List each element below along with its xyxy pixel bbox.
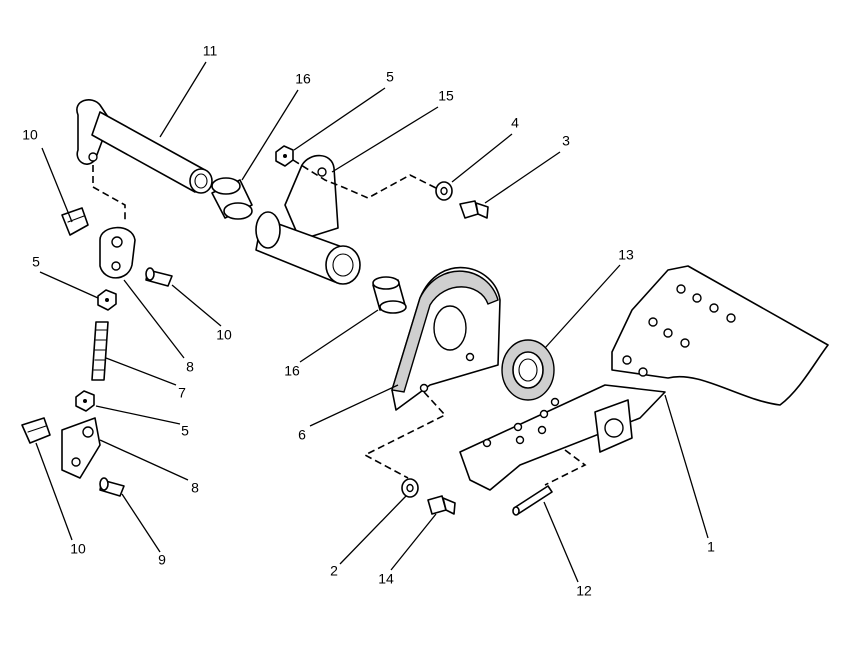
assembly-line-left bbox=[92, 165, 126, 222]
callout-15: 15 bbox=[438, 88, 454, 104]
part-13-seal-ring bbox=[501, 339, 555, 401]
part-11-pedal-shaft bbox=[76, 99, 213, 194]
callout-5-low: 5 bbox=[181, 423, 189, 439]
part-6-bracket bbox=[391, 266, 501, 411]
part-10-pin-top bbox=[145, 267, 173, 287]
callout-2: 2 bbox=[330, 563, 338, 579]
part-15-lever-tube bbox=[255, 154, 361, 285]
callout-14: 14 bbox=[378, 571, 394, 587]
callout-3: 3 bbox=[562, 133, 570, 149]
part-10-clip-top bbox=[61, 207, 89, 236]
part-8-clevis-top bbox=[99, 226, 136, 279]
callout-16-lower: 16 bbox=[284, 363, 300, 379]
callout-4: 4 bbox=[511, 115, 519, 131]
part-5-nut-mid bbox=[97, 289, 117, 311]
callout-8-bottom: 8 bbox=[191, 480, 199, 496]
callout-1: 1 bbox=[707, 539, 715, 555]
callout-13: 13 bbox=[618, 247, 634, 263]
part-16-bushing-upper bbox=[211, 177, 253, 220]
part-7-threaded-rod bbox=[91, 321, 109, 381]
callout-6: 6 bbox=[298, 427, 306, 443]
part-1-main-bracket bbox=[459, 265, 829, 491]
part-8-clevis-bottom bbox=[61, 417, 101, 479]
callout-11: 11 bbox=[203, 43, 218, 59]
callout-5-left: 5 bbox=[32, 254, 40, 270]
callout-10-mid: 10 bbox=[216, 327, 232, 343]
callout-12: 12 bbox=[576, 583, 592, 599]
leader-lines bbox=[35, 61, 709, 583]
assembly-line-top bbox=[292, 159, 437, 199]
callout-8-top: 8 bbox=[186, 359, 194, 375]
part-9-pin-bottom bbox=[99, 477, 125, 497]
part-16-bushing-lower bbox=[372, 276, 407, 314]
callout-16-upper: 16 bbox=[295, 71, 311, 87]
callout-labels: 11 16 5 15 4 3 10 5 10 8 7 5 8 10 9 16 6… bbox=[22, 43, 715, 599]
assembly-line-bottom-right bbox=[544, 449, 587, 486]
callout-9: 9 bbox=[158, 552, 166, 568]
callout-7: 7 bbox=[178, 385, 186, 401]
part-5-nut-low bbox=[75, 390, 95, 412]
part-12-pin bbox=[512, 485, 553, 516]
part-3-bolt bbox=[459, 200, 489, 219]
part-2-washer bbox=[401, 478, 419, 498]
assembly-line-bottom-left bbox=[363, 391, 447, 479]
callout-10-top: 10 bbox=[22, 127, 38, 143]
part-4-washer bbox=[435, 181, 453, 201]
part-10-clip-bottom bbox=[21, 417, 51, 444]
callout-5-top: 5 bbox=[386, 69, 394, 85]
callout-10-bottom: 10 bbox=[70, 541, 86, 557]
part-14-bolt bbox=[427, 495, 456, 515]
part-5-nut-top bbox=[275, 145, 294, 167]
